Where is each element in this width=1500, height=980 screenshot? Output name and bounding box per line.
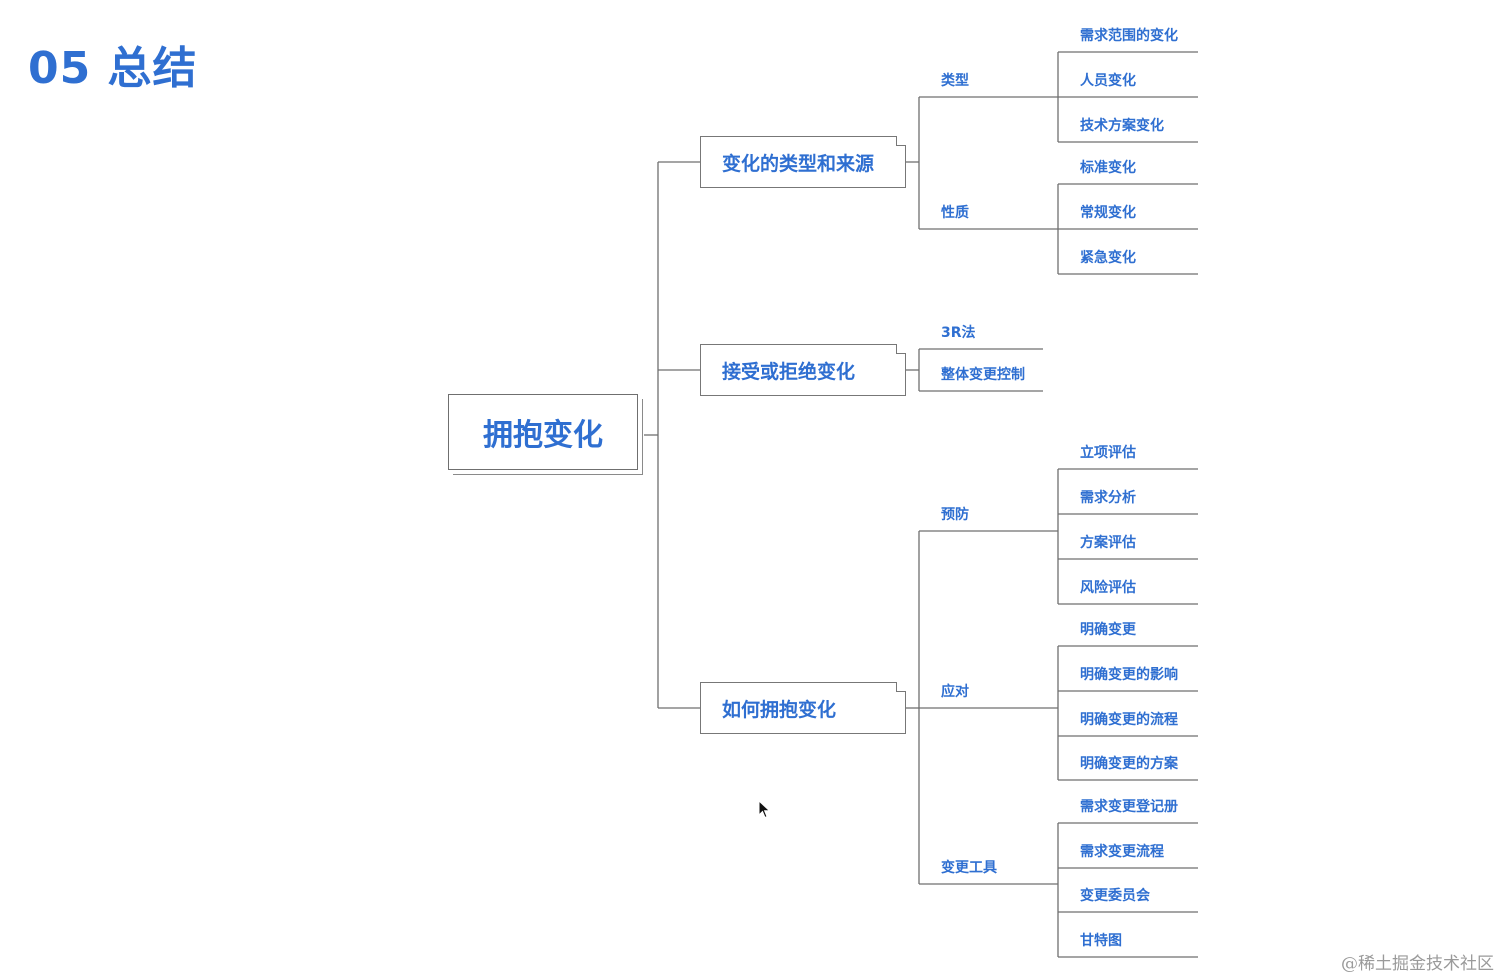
- leaf-item: 需求变更流程: [1080, 844, 1164, 860]
- leaf-item: 明确变更的方案: [1080, 756, 1178, 772]
- leaf-item: 变更委员会: [1080, 888, 1150, 904]
- leaf-item: 需求变更登记册: [1080, 799, 1178, 815]
- leaf-item: 常规变化: [1080, 205, 1136, 221]
- slide-title: 05 总结: [28, 43, 198, 94]
- branch-node-change-types[interactable]: 变化的类型和来源: [700, 136, 906, 188]
- group-label-prevention: 预防: [941, 507, 969, 523]
- leaf-item: 标准变化: [1080, 160, 1136, 176]
- group-label-3r: 3R法: [941, 325, 976, 341]
- branch-node-embrace-change[interactable]: 如何拥抱变化: [700, 682, 906, 734]
- leaf-item: 人员变化: [1080, 73, 1136, 89]
- mindmap-root-node[interactable]: 拥抱变化: [448, 394, 638, 470]
- leaf-item: 技术方案变化: [1080, 118, 1164, 134]
- leaf-item: 紧急变化: [1080, 250, 1136, 266]
- leaf-item: 明确变更的流程: [1080, 712, 1178, 728]
- group-label-integrated-change-control: 整体变更控制: [941, 367, 1025, 383]
- leaf-item: 甘特图: [1080, 933, 1122, 949]
- leaf-item: 立项评估: [1080, 445, 1136, 461]
- leaf-item: 需求范围的变化: [1080, 28, 1178, 44]
- leaf-item: 方案评估: [1080, 535, 1136, 551]
- leaf-item: 明确变更的影响: [1080, 667, 1178, 683]
- mouse-cursor-icon: [758, 800, 771, 819]
- leaf-item: 明确变更: [1080, 622, 1136, 638]
- branch-node-accept-reject[interactable]: 接受或拒绝变化: [700, 344, 906, 396]
- leaf-item: 需求分析: [1080, 490, 1136, 506]
- group-label-response: 应对: [941, 684, 969, 700]
- group-label-type: 类型: [941, 73, 969, 89]
- watermark-text: @稀土掘金技术社区: [1341, 954, 1494, 974]
- leaf-item: 风险评估: [1080, 580, 1136, 596]
- group-label-change-tools: 变更工具: [941, 860, 997, 876]
- group-label-nature: 性质: [941, 205, 969, 221]
